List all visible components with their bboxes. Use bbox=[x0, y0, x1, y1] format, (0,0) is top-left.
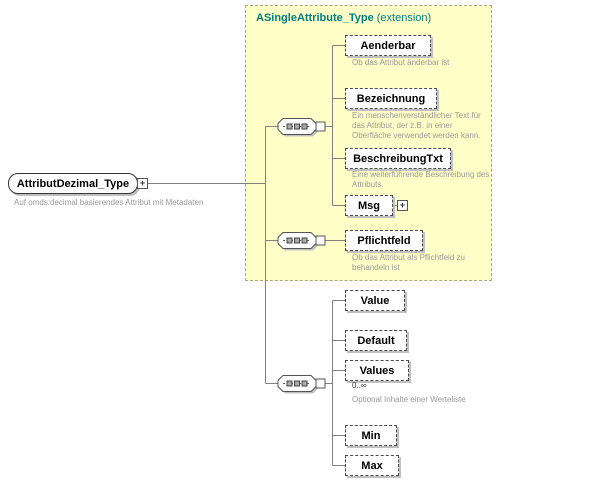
element-values-label: Values bbox=[359, 364, 395, 377]
root-annotation: Auf omds:decimal basierendes Attribut mi… bbox=[14, 198, 204, 207]
root-expand-icon[interactable]: + bbox=[137, 178, 148, 189]
element-default-label: Default bbox=[357, 334, 395, 347]
element-bezeichnung[interactable]: Bezeichnung bbox=[345, 88, 437, 109]
element-value[interactable]: Value bbox=[345, 290, 405, 311]
element-msg[interactable]: Msg bbox=[345, 195, 393, 216]
connector-lines bbox=[148, 45, 397, 466]
msg-expand-icon[interactable]: + bbox=[397, 200, 408, 211]
extension-type-label: ASingleAttribute_Type(extension) bbox=[256, 12, 431, 24]
compositor-handle[interactable] bbox=[315, 235, 326, 246]
compositor-handle[interactable] bbox=[315, 378, 326, 389]
element-value-label: Value bbox=[360, 294, 390, 307]
element-attributdezimal-type[interactable]: AttributDezimal_Type bbox=[8, 173, 138, 194]
compositor-handle[interactable] bbox=[315, 121, 326, 132]
sequence-compositor-icon[interactable] bbox=[277, 375, 319, 394]
element-min-label: Min bbox=[361, 429, 381, 442]
element-pflichtfeld-label: Pflichtfeld bbox=[357, 234, 411, 247]
element-max-label: Max bbox=[361, 459, 383, 472]
element-pflichtfeld[interactable]: Pflichtfeld bbox=[345, 230, 423, 251]
extension-kind-label: (extension) bbox=[376, 12, 432, 24]
sequence-compositor-icon[interactable] bbox=[277, 118, 319, 137]
values-annotation: Optional Inhalte einer Werteliste bbox=[352, 395, 466, 404]
extension-type-name: ASingleAttribute_Type bbox=[256, 12, 374, 24]
element-bezeichnung-label: Bezeichnung bbox=[356, 92, 426, 105]
element-values[interactable]: Values bbox=[345, 360, 409, 381]
sequence-compositor-icon[interactable] bbox=[277, 232, 319, 251]
pflichtfeld-annotation: Ob das Attribut als Pflichtfeld zu behan… bbox=[352, 253, 465, 272]
beschreibungtxt-annotation: Eine weiterführende Beschreibung des Att… bbox=[352, 170, 490, 189]
element-min[interactable]: Min bbox=[345, 425, 397, 446]
element-max[interactable]: Max bbox=[345, 455, 399, 476]
element-beschreibungtxt[interactable]: BeschreibungTxt bbox=[345, 148, 451, 169]
element-attributdezimal-type-label: AttributDezimal_Type bbox=[16, 177, 130, 190]
values-occurrence: 0..∞ bbox=[352, 381, 367, 390]
element-aenderbar-label: Aenderbar bbox=[360, 39, 416, 52]
element-beschreibungtxt-label: BeschreibungTxt bbox=[353, 152, 443, 165]
element-aenderbar[interactable]: Aenderbar bbox=[345, 35, 431, 56]
element-msg-label: Msg bbox=[358, 199, 380, 212]
bezeichnung-annotation: Ein menschenverständlicher Text für das … bbox=[352, 111, 481, 140]
aenderbar-annotation: Ob das Attribut änderbar ist bbox=[352, 58, 450, 67]
element-default[interactable]: Default bbox=[345, 330, 407, 351]
